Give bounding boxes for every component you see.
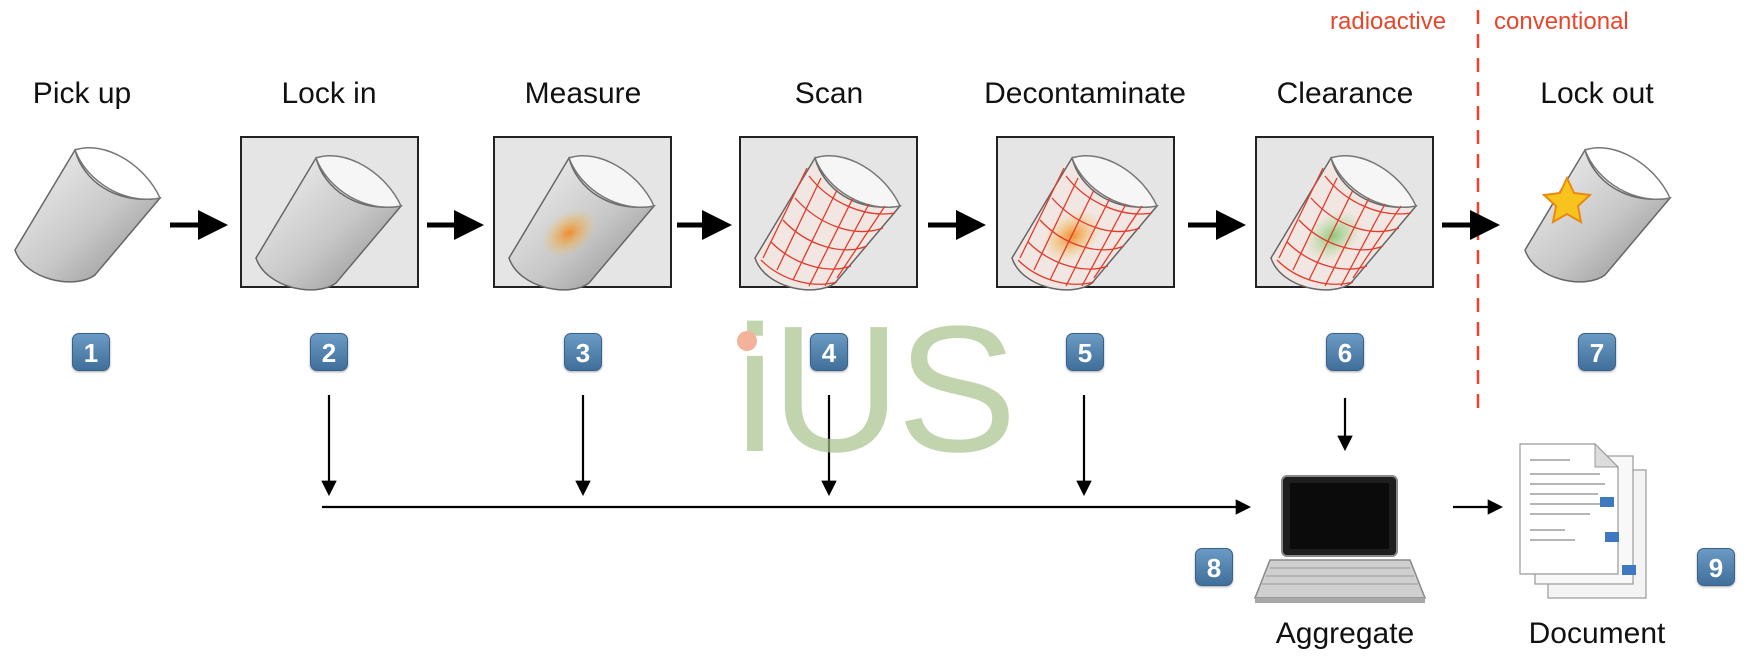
step-badge-7: 7 bbox=[1578, 333, 1616, 371]
step-badge-8: 8 bbox=[1195, 548, 1233, 586]
zone-label-radioactive: radioactive bbox=[1330, 8, 1447, 35]
watermark-dot bbox=[737, 331, 757, 351]
watermark-logo: iUS bbox=[735, 289, 1017, 490]
pipe-icon-7 bbox=[1524, 147, 1672, 283]
document-icon bbox=[1519, 442, 1647, 599]
step-badge-5: 5 bbox=[1066, 333, 1104, 371]
step-label-pick-up: Pick up bbox=[32, 77, 132, 110]
pipe-icon-6 bbox=[1270, 155, 1418, 291]
laptop-icon bbox=[1253, 475, 1427, 603]
step-label-scan: Scan bbox=[794, 77, 864, 110]
step-label-decontaminate: Decontaminate bbox=[984, 77, 1186, 110]
step-badge-1: 1 bbox=[72, 333, 110, 371]
step-label-lock-in: Lock in bbox=[281, 77, 377, 110]
step-label-clearance: Clearance bbox=[1276, 77, 1414, 110]
step-badge-6: 6 bbox=[1326, 333, 1364, 371]
step-label-measure: Measure bbox=[524, 77, 642, 110]
pipe-icon-1 bbox=[14, 147, 162, 283]
step-label-aggregate: Aggregate bbox=[1275, 617, 1415, 650]
zone-label-conventional: conventional bbox=[1494, 8, 1629, 35]
step-badge-9: 9 bbox=[1697, 548, 1735, 586]
pipe-icon-4 bbox=[754, 155, 902, 291]
star-icon bbox=[1541, 175, 1593, 224]
pipe-icon-3 bbox=[508, 155, 656, 291]
pipe-icon-5 bbox=[1011, 155, 1159, 291]
step-badge-2: 2 bbox=[310, 333, 348, 371]
step-badge-4: 4 bbox=[810, 333, 848, 371]
pipe-icon-2 bbox=[255, 155, 403, 291]
step-label-lock-out: Lock out bbox=[1540, 77, 1654, 110]
step-label-document: Document bbox=[1528, 617, 1666, 650]
step-badge-3: 3 bbox=[564, 333, 602, 371]
